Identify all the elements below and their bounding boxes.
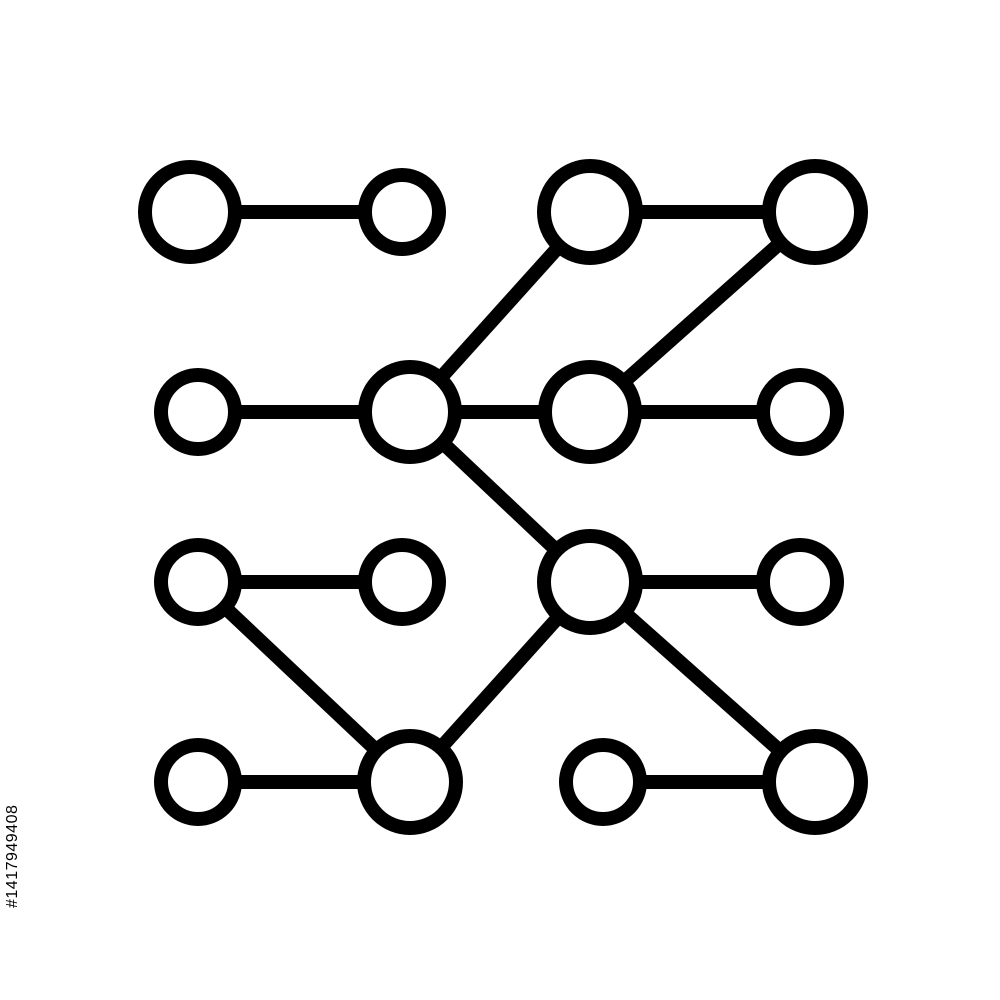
node-large [537, 529, 643, 635]
node-large [762, 729, 868, 835]
node-small [154, 368, 242, 456]
node-large [358, 360, 462, 464]
node-small [559, 738, 647, 826]
node-small [154, 538, 242, 626]
node-large [537, 159, 643, 265]
node-small [756, 368, 844, 456]
node-small [358, 538, 446, 626]
node-small [358, 168, 446, 256]
edges [183, 205, 822, 789]
node-large [357, 729, 463, 835]
node-large [138, 160, 242, 264]
node-small [756, 538, 844, 626]
node-small [154, 738, 242, 826]
node-large [538, 360, 642, 464]
node-large [762, 159, 868, 265]
nodes [138, 159, 868, 835]
